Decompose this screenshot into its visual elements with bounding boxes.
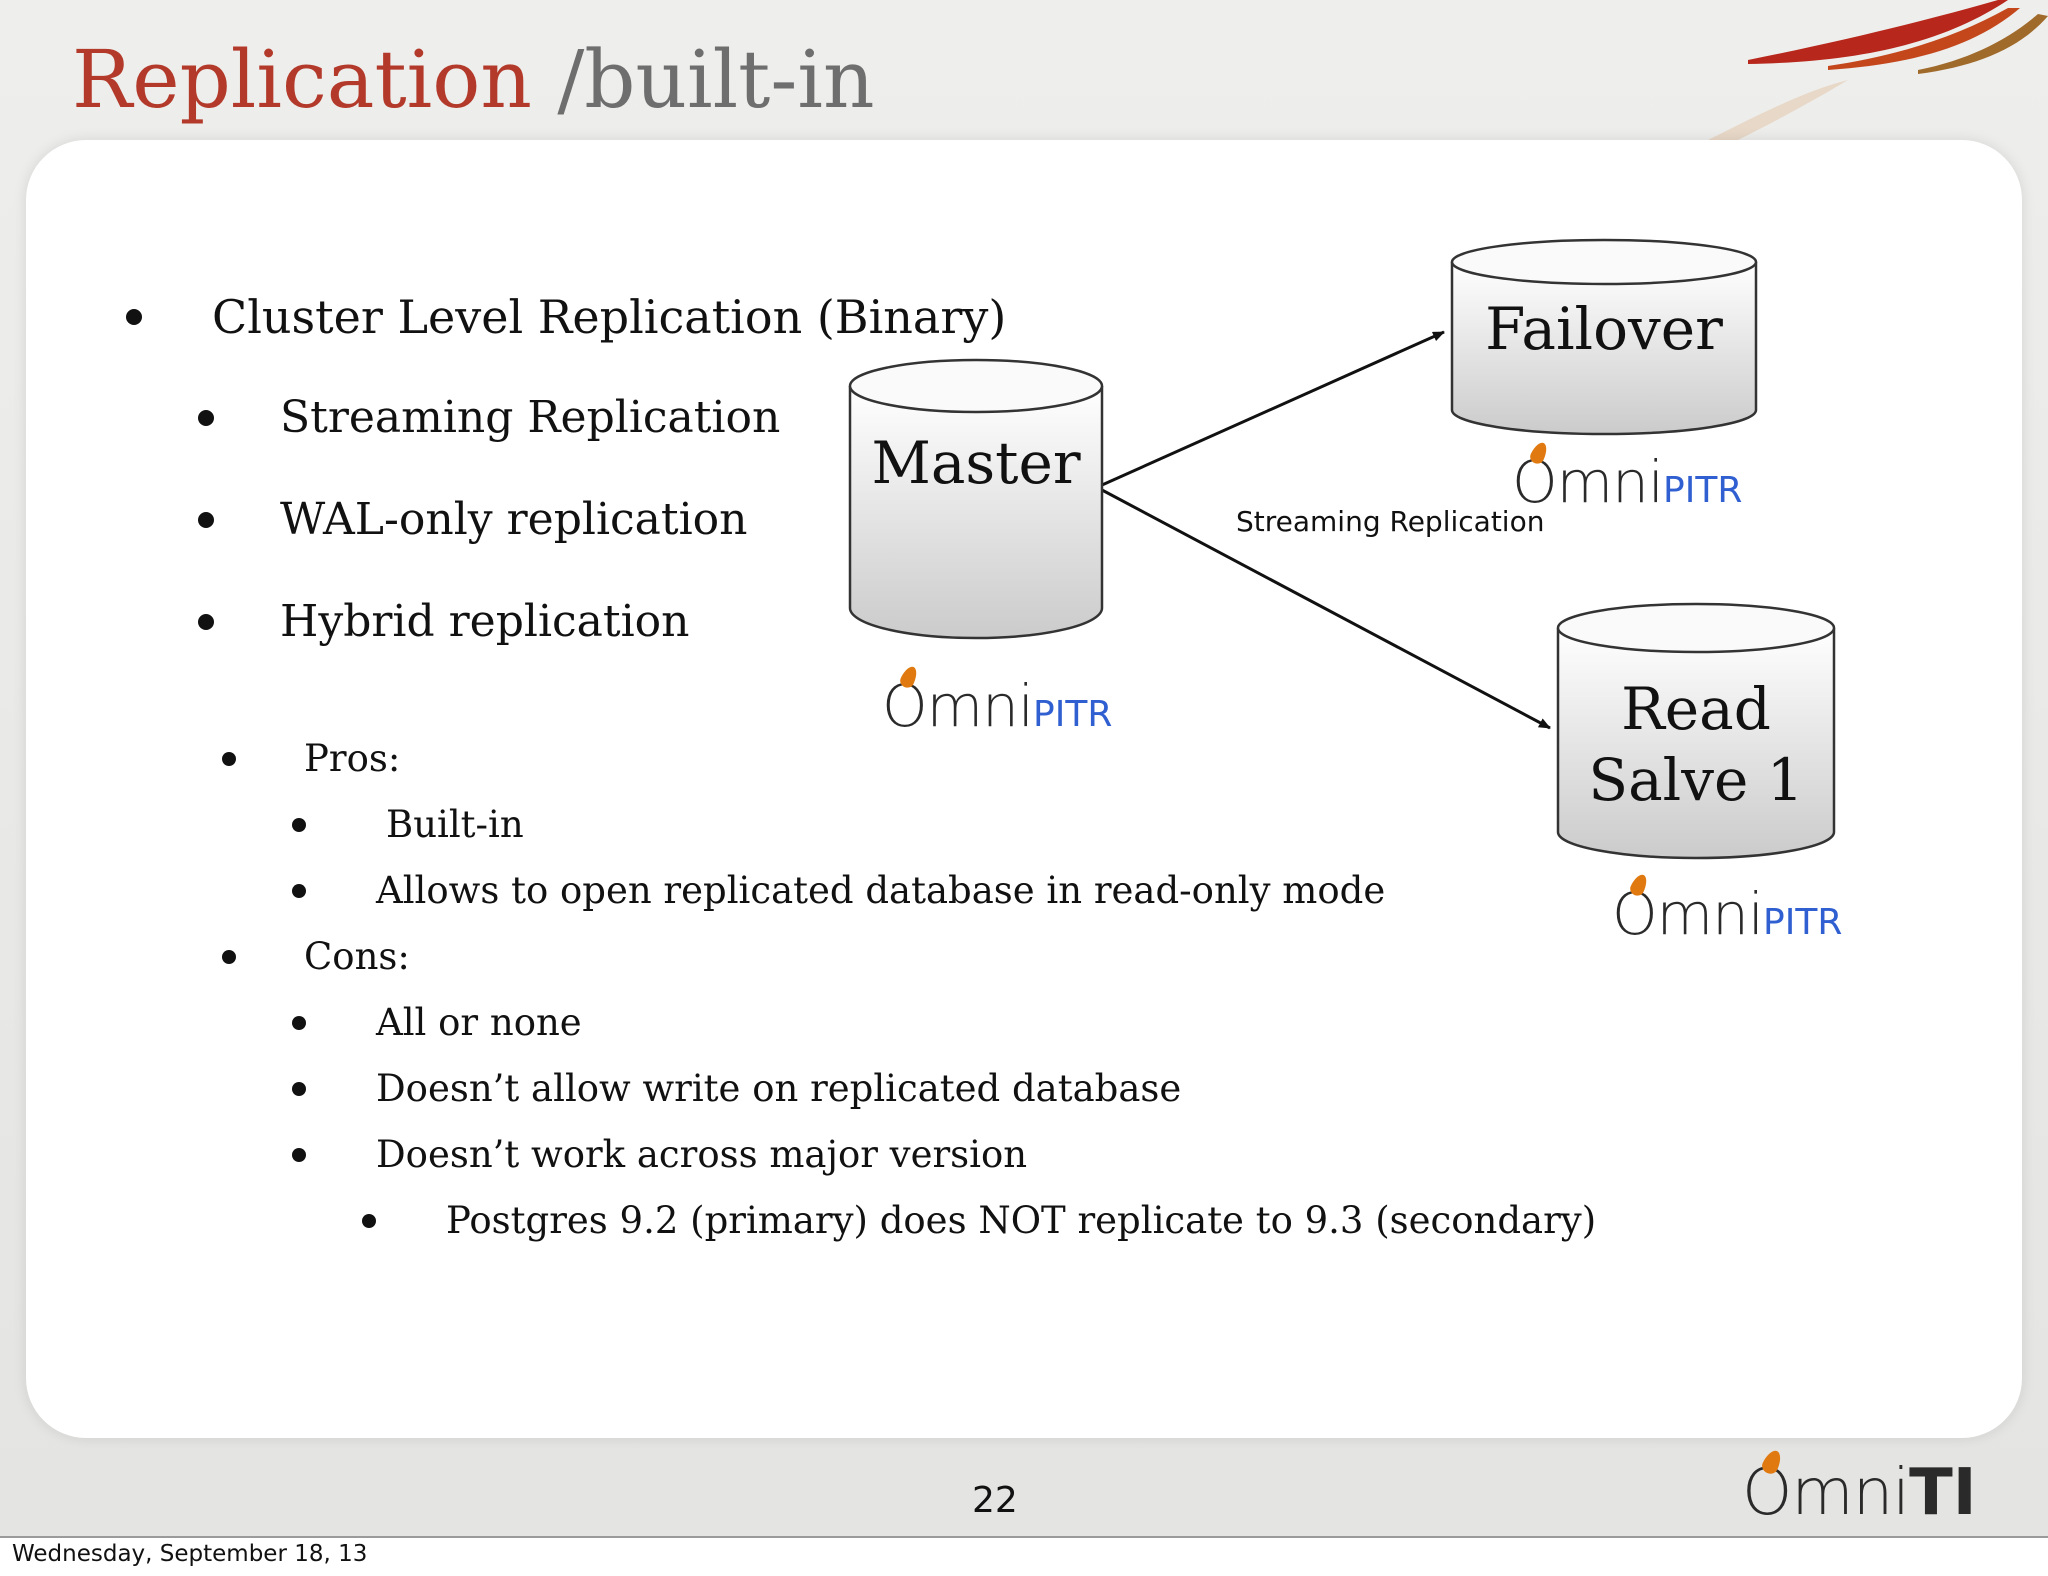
bullet-pros-builtin: Built-in [292, 803, 524, 846]
bullet-text: Doesn’t work across major version [376, 1133, 1028, 1176]
read-slave-label-line1: Read [1621, 675, 1771, 743]
pitr-wordmark: PITR [1033, 694, 1113, 735]
cylinder-shape [1556, 602, 1836, 860]
bullet-dot [362, 1213, 376, 1228]
bullet-streaming: Streaming Replication [198, 392, 780, 443]
bullet-text: WAL-only replication [280, 494, 748, 545]
bullet-text: Streaming Replication [280, 392, 781, 443]
bullet-text: Allows to open replicated database in re… [376, 869, 1386, 912]
bullet-cons-no-write: Doesn’t allow write on replicated databa… [292, 1067, 1181, 1110]
pitr-wordmark: PITR [1763, 902, 1843, 943]
bullet-dot [222, 949, 236, 964]
date-caption: Wednesday, September 18, 13 [12, 1541, 368, 1567]
replication-arrows [1101, 330, 1551, 730]
bullet-dot [198, 511, 214, 528]
bullet-hybrid: Hybrid replication [198, 596, 690, 647]
bullet-dot [198, 409, 214, 426]
title-sub: /built-in [531, 33, 875, 126]
bullet-text: Cluster Level Replication (Binary) [212, 290, 1007, 344]
streaming-replication-edge-label: Streaming Replication [1236, 505, 1545, 538]
bullet-pros: Pros: [222, 737, 400, 780]
pitr-wordmark: PITR [1663, 470, 1743, 511]
omnipitr-logo-read-slave: OmniPITR [1612, 872, 1843, 948]
omnipitr-logo-master: OmniPITR [882, 664, 1113, 740]
bullet-dot [292, 1147, 306, 1162]
bullet-dot [292, 817, 306, 832]
bullet-dot [292, 1015, 306, 1030]
failover-label: Failover [1485, 295, 1723, 363]
bullet-text: Pros: [304, 737, 401, 780]
read-slave-label: Read Salve 1 [1554, 674, 1838, 816]
bullet-text: All or none [376, 1001, 582, 1044]
bullet-cons-major-version: Doesn’t work across major version [292, 1133, 1027, 1176]
slide: Replication /built-in Cluster Level Repl… [0, 0, 2048, 1538]
bullet-cluster-level: Cluster Level Replication (Binary) [126, 290, 1006, 344]
arrow-to-read-slave [1101, 488, 1551, 730]
failover-database-cylinder: Failover [1448, 236, 1760, 438]
read-slave-database-cylinder: Read Salve 1 [1554, 600, 1838, 862]
decorative-swoosh [1708, 0, 2048, 140]
bullet-pros-readonly: Allows to open replicated database in re… [292, 869, 1385, 912]
master-database-cylinder: Master [846, 356, 1106, 646]
bullet-text: Doesn’t allow write on replicated databa… [376, 1067, 1182, 1110]
bullet-text: Postgres 9.2 (primary) does NOT replicat… [446, 1199, 1597, 1242]
bullet-dot [292, 1081, 306, 1096]
bullet-dot [292, 883, 306, 898]
ti-wordmark: TI [1909, 1456, 1977, 1530]
bullet-text: Cons: [304, 935, 410, 978]
cylinder-shape [1450, 238, 1758, 436]
bullet-wal-only: WAL-only replication [198, 494, 747, 545]
bullet-cons-all-or-none: All or none [292, 1001, 582, 1044]
slide-title: Replication /built-in [72, 30, 874, 130]
omnipitr-logo-failover: OmniPITR [1512, 440, 1743, 516]
bullet-cons: Cons: [222, 935, 410, 978]
slide-page-number: 22 [972, 1480, 1018, 1521]
bullet-text: Hybrid replication [280, 596, 690, 647]
bullet-dot [126, 309, 142, 325]
master-label: Master [871, 429, 1081, 497]
bullet-dot [198, 613, 214, 630]
bullet-cons-postgres-versions: Postgres 9.2 (primary) does NOT replicat… [362, 1199, 1596, 1242]
bullet-dot [222, 751, 236, 766]
read-slave-label-line2: Salve 1 [1588, 745, 1804, 814]
bullet-text: Built-in [386, 803, 524, 846]
omniti-logo: OmniTI [1742, 1447, 1977, 1530]
arrow-to-failover [1101, 330, 1445, 487]
cylinder-shape [848, 358, 1104, 640]
title-main: Replication [72, 33, 532, 126]
